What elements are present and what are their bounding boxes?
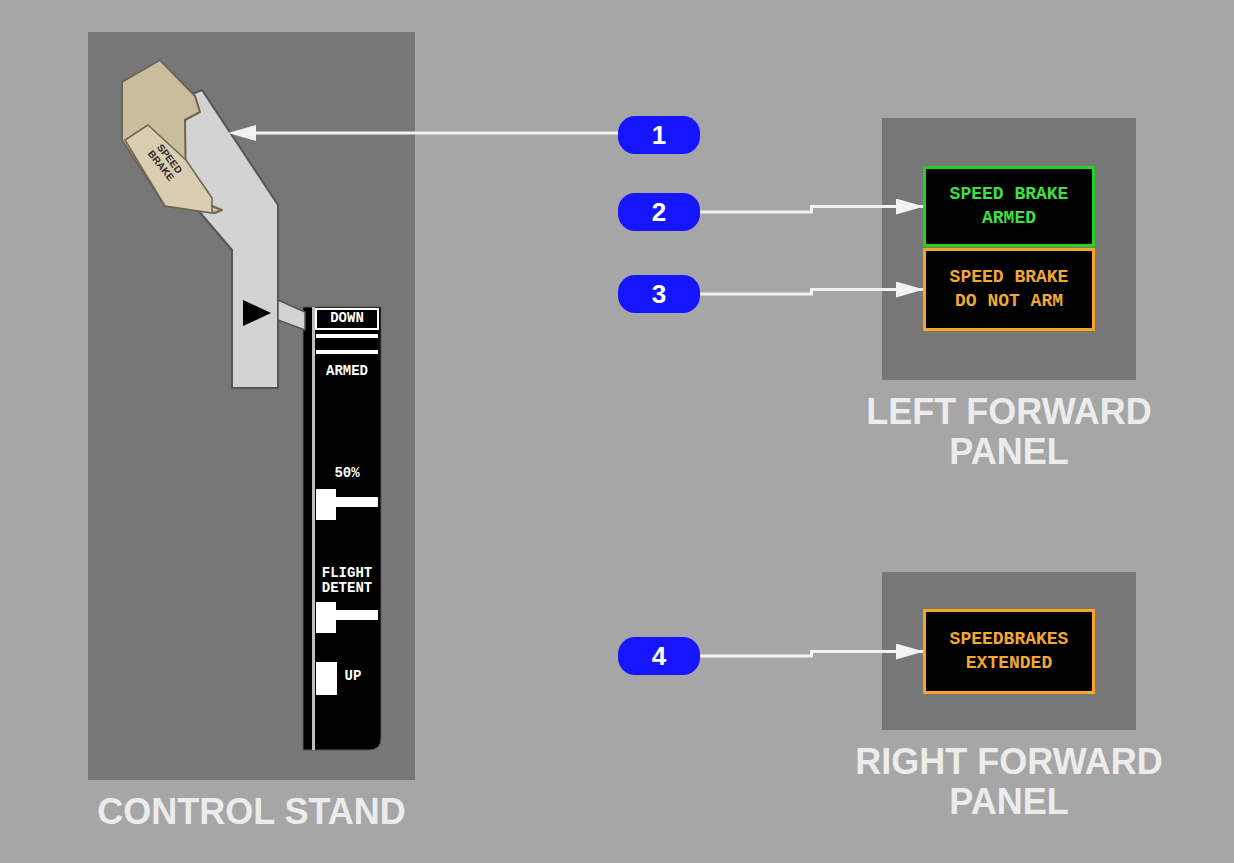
scale-edge xyxy=(312,307,315,750)
lever-knob xyxy=(122,60,222,213)
scale-bar xyxy=(316,350,378,354)
annunciator-text: SPEED BRAKE ARMED xyxy=(943,183,1075,230)
up-mark xyxy=(316,662,337,695)
scale-label: DOWN xyxy=(318,311,376,326)
scale-bar xyxy=(316,334,378,338)
lever-shaft xyxy=(182,90,278,388)
down-frame xyxy=(316,309,378,329)
scale-label: UP xyxy=(338,669,368,684)
callout-number: 2 xyxy=(652,199,666,225)
callout-number: 4 xyxy=(618,637,700,675)
callout-number: 1 xyxy=(652,122,666,148)
right-forward-panel: SPEEDBRAKES EXTENDEDRIGHT FORWARD PANEL xyxy=(882,572,1136,730)
annunciator-text: SPEED BRAKE DO NOT ARM xyxy=(943,266,1075,313)
detent-mark xyxy=(316,602,336,633)
armed-light: SPEED BRAKE ARMED xyxy=(923,166,1095,247)
panel-heading: LEFT FORWARD PANEL xyxy=(829,392,1189,471)
handle-label: SPEED BRAKE xyxy=(143,139,187,187)
callout-number: 2 xyxy=(618,193,700,231)
callout-number: 4 xyxy=(652,643,666,669)
detent-bar xyxy=(336,610,378,620)
panel-heading: CONTROL STAND xyxy=(72,792,432,832)
scale-label: ARMED xyxy=(316,364,378,379)
callout-arrow xyxy=(700,652,923,657)
callout-number: 1 xyxy=(618,116,700,154)
callout-number: 3 xyxy=(652,281,666,307)
lever-pointer xyxy=(243,300,271,326)
leader-arrowhead xyxy=(228,125,256,141)
left-forward-panel: SPEED BRAKE ARMEDSPEED BRAKE DO NOT ARML… xyxy=(882,118,1136,380)
callout-arrow xyxy=(700,290,923,295)
panel-heading: RIGHT FORWARD PANEL xyxy=(829,742,1189,821)
detent-mark xyxy=(316,489,336,520)
leader-line xyxy=(250,132,618,135)
control-stand-panel: CONTROL STAND xyxy=(88,32,415,780)
knob-face xyxy=(125,125,212,213)
callout-number: 3 xyxy=(618,275,700,313)
scale-label: FLIGHT DETENT xyxy=(314,566,380,597)
annunciator-text: SPEEDBRAKES EXTENDED xyxy=(943,628,1075,675)
do-not-arm-light: SPEED BRAKE DO NOT ARM xyxy=(923,248,1095,331)
extended-light: SPEEDBRAKES EXTENDED xyxy=(923,609,1095,694)
callout-arrow xyxy=(700,207,923,213)
lever-scale xyxy=(303,307,381,750)
scale-label: 50% xyxy=(316,466,378,481)
lever-stub xyxy=(278,300,305,330)
detent-bar xyxy=(336,497,378,507)
